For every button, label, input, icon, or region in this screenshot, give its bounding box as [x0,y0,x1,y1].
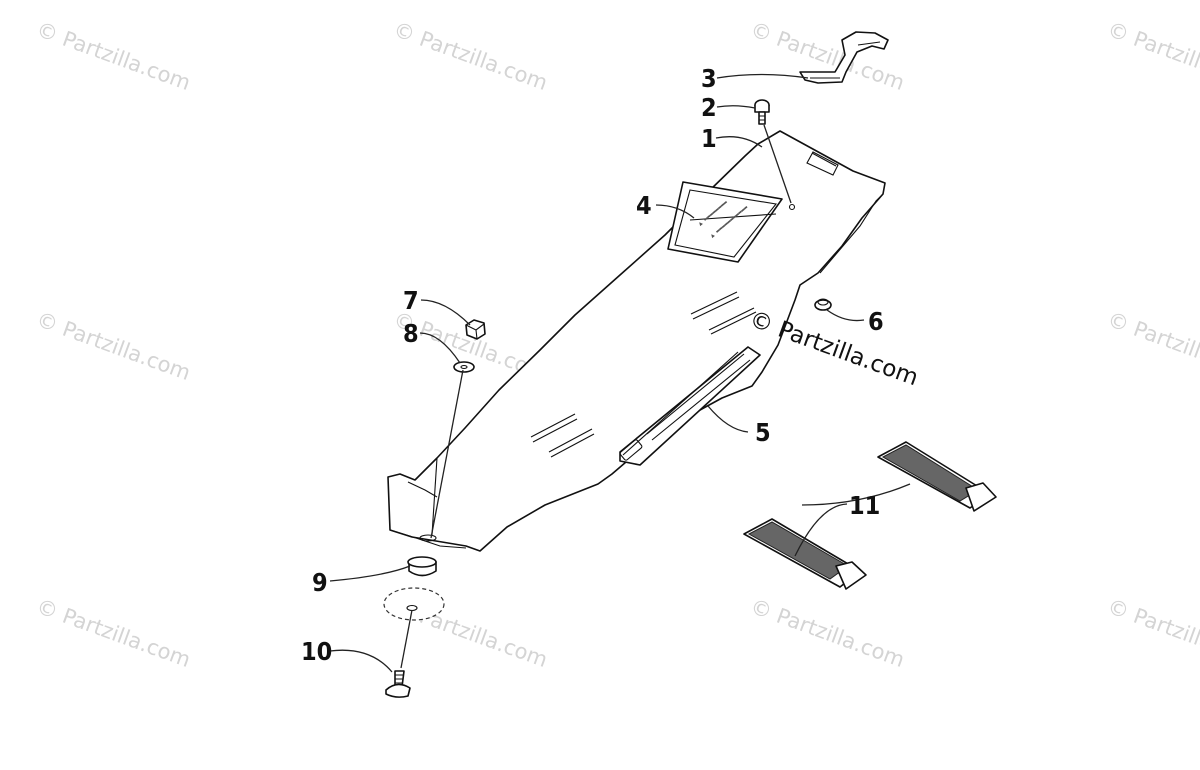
grommet-part-6 [814,298,832,311]
callout-5: 5 [755,418,771,447]
leader-10 [329,649,393,673]
watermark: © Partzilla.com [33,17,193,95]
watermark: © Partzilla.com [33,594,193,672]
leader-9 [329,565,411,582]
leader-3 [716,73,809,79]
info-decal-part-5 [619,346,761,466]
watermark: © Partzilla.com [1104,17,1200,95]
washer-part-8 [430,361,475,539]
callout-numbers: 3 2 1 4 6 5 7 8 11 9 10 [301,64,884,666]
leader-1 [715,136,763,148]
warning-decal-part-4: ▲ ▬▬▬▬▬▬▬▬ ▲ ▬▬▬▬▬▬▬▬▬▬▬ [667,181,783,263]
leader-11a [801,483,911,506]
watermark: © Partzilla.com [33,307,193,385]
watermark: © Partzilla.com [1104,594,1200,672]
callout-1: 1 [701,124,717,153]
watermark: © Partzilla.com [390,17,550,95]
screw-part-10 [385,670,411,698]
callout-3: 3 [701,64,717,93]
callout-11: 11 [849,491,880,520]
nut-part-7 [465,319,486,340]
leader-lines [329,73,911,673]
leader-4 [655,204,695,219]
watermark: © Partzilla.com [1104,307,1200,385]
spacer-part-9 [383,556,445,669]
callout-7: 7 [403,286,419,315]
leader-6 [826,309,865,322]
callout-8: 8 [403,319,419,348]
leader-2 [716,105,756,109]
clip-part-3 [799,31,889,84]
callout-4: 4 [636,191,652,220]
callout-10: 10 [301,637,332,666]
bolt-part-2 [754,99,792,204]
watermark: © Partzilla.com [747,17,907,95]
callout-2: 2 [701,93,717,122]
leader-5 [707,405,749,433]
watermark: © Partzilla.com [747,594,907,672]
callout-6: 6 [868,307,884,336]
callout-9: 9 [312,568,328,597]
leader-7 [420,299,471,326]
skid-plate-part-1 [387,130,886,552]
leader-8 [419,332,461,364]
leader-11b [794,503,848,557]
